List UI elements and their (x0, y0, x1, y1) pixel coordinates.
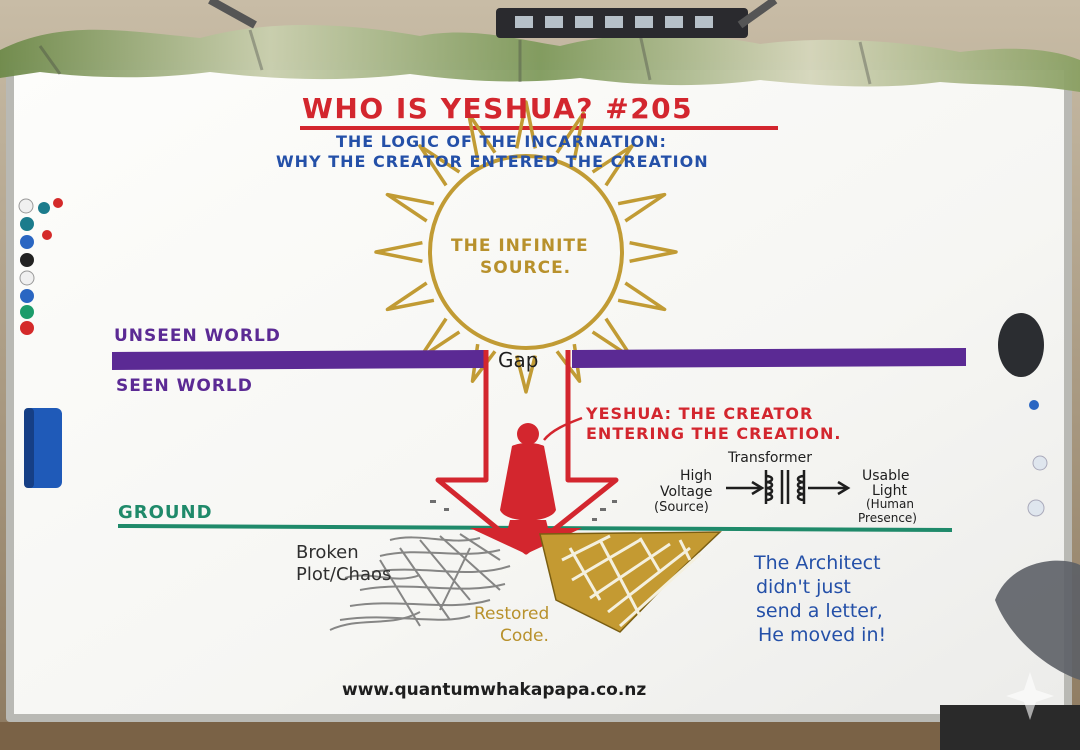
restored-line2: Code. (500, 626, 549, 646)
sun-ray (617, 192, 667, 223)
eraser-edge (24, 408, 34, 488)
transformer-diagram (726, 470, 851, 504)
ground-label: GROUND (118, 502, 213, 523)
debris (430, 500, 617, 521)
transformer-label: Transformer (728, 450, 813, 466)
high-voltage-line1: High (680, 468, 713, 484)
restored-line1: Restored (474, 604, 550, 624)
architect-line3: send a letter, (756, 600, 883, 622)
unseen-world-label: UNSEEN WORLD (114, 326, 281, 346)
board-subtitle-line1: THE LOGIC OF THE INCARNATION: (336, 132, 667, 151)
board-title: WHO IS YESHUA? #205 (302, 92, 694, 125)
yeshua-label-line1: YESHUA: THE CREATOR (586, 404, 814, 423)
seen-world-label: SEEN WORLD (116, 376, 253, 396)
chaos-scribbles (329, 533, 511, 631)
gap-label: Gap (498, 348, 539, 372)
fabric-drape (0, 24, 1080, 92)
world-divider-right (572, 348, 966, 368)
broken-line2: Plot/Chaos (296, 564, 392, 585)
label-pointer (543, 416, 583, 441)
sun-label-line2: SOURCE. (480, 258, 572, 278)
sparkle-watermark (1006, 672, 1054, 720)
sun-ray (374, 240, 423, 264)
sun-ray (418, 144, 461, 187)
magnet-right-2 (1032, 455, 1048, 471)
fabric-ties (38, 29, 872, 85)
usable-line1: Usable (862, 468, 910, 484)
website-url[interactable]: www.quantumwhakapapa.co.nz (342, 680, 647, 700)
stand-base (940, 705, 1080, 750)
wood-floor (0, 722, 1080, 750)
broken-line1: Broken (296, 542, 359, 563)
sun-ray (617, 281, 667, 312)
sun-ray (514, 100, 538, 149)
yeshua-figure (500, 423, 556, 528)
magnets (18, 198, 63, 335)
yeshua-label-line2: ENTERING THE CREATION. (586, 424, 842, 443)
architect-line1: The Architect (754, 552, 881, 574)
magnet-right-3 (1027, 499, 1045, 517)
sun-ray (466, 111, 497, 161)
high-voltage-line2: Voltage (660, 484, 713, 500)
sun-ray (515, 355, 537, 394)
architect-line2: didn't just (756, 576, 851, 598)
mouse (998, 313, 1044, 377)
board-subtitle-line2: WHY THE CREATOR ENTERED THE CREATION (276, 152, 709, 171)
high-voltage-line3: (Source) (654, 500, 709, 515)
world-divider-left (112, 350, 484, 370)
sun-circle (428, 154, 624, 350)
sun-ray (385, 281, 435, 312)
usable-line2: Light (872, 483, 907, 499)
sun-ray (591, 144, 634, 187)
straps (208, 0, 778, 29)
sun-ray (629, 240, 678, 264)
sun-label-line1: THE INFINITE (451, 236, 589, 256)
sun-ray (555, 111, 586, 161)
board-surface (14, 70, 1064, 714)
sun-ray (385, 192, 435, 223)
usable-line4: Presence) (858, 511, 917, 525)
stand (995, 560, 1080, 680)
restored-pattern-lines (561, 534, 702, 628)
magnet-right (1029, 400, 1039, 410)
sun-rays (374, 100, 678, 394)
usable-line3: (Human (866, 497, 914, 511)
architect-line4: He moved in! (758, 624, 887, 646)
